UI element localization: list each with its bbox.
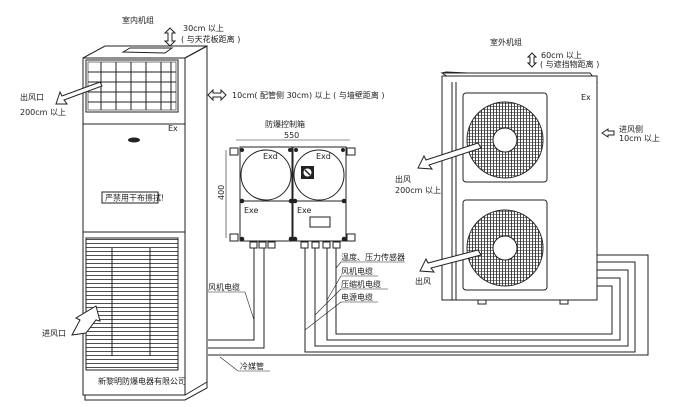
cable-glands xyxy=(249,241,341,249)
outdoor-unit: 室外机组 60cm 以上 ( 与遮挡物距离 ) Ex 出风 200cm 以上 出… xyxy=(395,37,660,305)
vertical-clearance-arrow-icon xyxy=(163,27,177,47)
fan-cable-label: 风机电缆 xyxy=(341,266,373,276)
outdoor-top-clearance-note: ( 与遮挡物距离 ) xyxy=(540,59,599,69)
outdoor-unit-title: 室外机组 xyxy=(490,37,522,47)
indoor-top-clearance: 30cm 以上 xyxy=(183,24,224,33)
sensor-cable-label: 温度、压力传感器 xyxy=(341,252,405,262)
fan-cable-left-label: 风机电缆 xyxy=(208,282,240,292)
outdoor-inlet-side-label: 进风侧 xyxy=(619,124,643,134)
outlet-arrow-icon xyxy=(55,81,103,105)
control-box-title: 防爆控制箱 xyxy=(265,119,305,129)
power-cable-label: 电源电缆 xyxy=(341,292,373,302)
indoor-ex-mark: Ex xyxy=(168,124,178,133)
indoor-unit: 室内机组 30cm 以上 ( 与天花板距离 ) Ex 严禁用干布擦拭! 新黎明防… xyxy=(20,15,384,401)
exd-right-label: Exd xyxy=(316,152,331,161)
control-box-width-dim: 550 xyxy=(284,131,299,140)
inlet-arrow-icon xyxy=(71,305,101,336)
warning-label-box xyxy=(101,191,159,204)
selector-switch-icon xyxy=(301,166,314,179)
outdoor-top-clearance: 60cm 以上 xyxy=(541,51,582,60)
control-box-height-dim: 400 xyxy=(217,185,226,200)
indoor-unit-title: 室内机组 xyxy=(122,15,154,25)
outdoor-upper-outlet-label: 出风 xyxy=(395,174,411,184)
display-window xyxy=(309,216,331,228)
outdoor-inlet-clearance: 10cm 以上 xyxy=(619,134,660,143)
horizontal-clearance-arrow-icon xyxy=(207,88,227,102)
cables-and-pipes: 风机电缆 温度、压力传感器 风机电缆 压缩机电缆 电源电缆 冷媒管 xyxy=(208,248,649,372)
inlet-side-arrow-icon xyxy=(601,128,615,138)
indoor-outlet-label: 出风口 xyxy=(20,92,44,102)
outdoor-ex-mark: Ex xyxy=(581,93,591,102)
outdoor-vertical-clearance-arrow-icon xyxy=(526,52,538,68)
indoor-brand: 新黎明防爆电器有限公司 xyxy=(98,376,186,386)
indoor-inlet-label: 进风口 xyxy=(42,329,66,338)
refrigerant-pipe-label: 冷媒管 xyxy=(240,361,264,371)
indoor-logo xyxy=(128,137,140,143)
explosion-proof-control-box: 防爆控制箱 550 400 Exd Exd Exe Exe xyxy=(217,119,356,249)
outdoor-lower-outlet-label: 出风 xyxy=(415,276,431,286)
outdoor-upper-outlet-clearance: 200cm 以上 xyxy=(395,186,441,195)
exd-left-label: Exd xyxy=(263,152,278,161)
indoor-side-clearance: 10cm( 配管侧 30cm) 以上 ( 与墙壁距离 ) xyxy=(232,90,384,100)
indoor-top-clearance-note: ( 与天花板距离 ) xyxy=(181,34,240,44)
lower-outlet-arrow-icon xyxy=(419,249,482,273)
indoor-outlet-clearance: 200cm 以上 xyxy=(20,108,66,117)
exe-right-label: Exe xyxy=(297,206,312,215)
exe-left-label: Exe xyxy=(244,206,259,215)
upper-outlet-arrow-icon xyxy=(417,142,482,170)
warning-label: 严禁用干布擦拭! xyxy=(105,193,164,203)
compressor-cable-label: 压缩机电缆 xyxy=(341,279,381,289)
